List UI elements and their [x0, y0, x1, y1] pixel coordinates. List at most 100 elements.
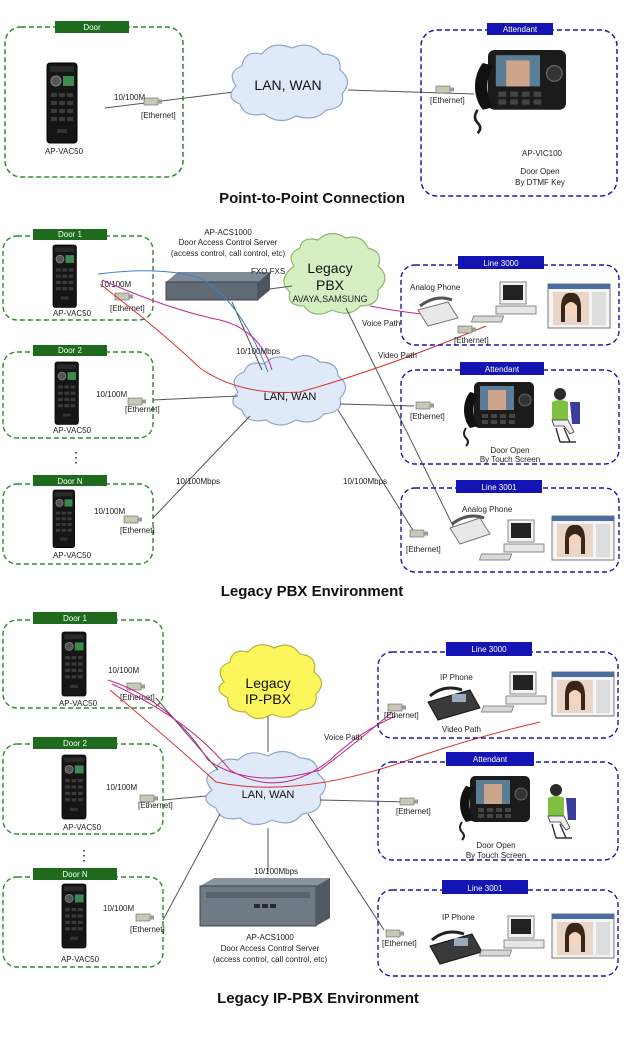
door1-speed: 10/100M: [108, 666, 139, 675]
ethernet-plug-icon: [399, 797, 419, 806]
pc-icon: [478, 915, 545, 957]
door-dots: ⋮: [69, 449, 83, 465]
video-window-icon: [551, 671, 615, 717]
voice-path-label: Voice Path: [324, 733, 362, 742]
mbps-label-a: 10/100Mbps: [236, 347, 280, 356]
section-legacy-ip-pbx: Door 1 AP-VAC50 10/100M [Ethernet] Door …: [2, 612, 619, 1007]
attendant-label: Attendant: [485, 365, 520, 374]
attendant-ethernet: [Ethernet]: [410, 412, 445, 421]
line3000-label: Line 3000: [471, 645, 507, 654]
legacy-pbx-cloud: [283, 232, 386, 315]
door-dots: ⋮: [77, 847, 91, 863]
attendant-box-header: [487, 23, 553, 35]
video-phone-icon: [459, 775, 531, 841]
analog-phone-label: Analog Phone: [410, 283, 461, 292]
line3001-ethernet: [Ethernet]: [406, 545, 441, 554]
ethernet-plug-icon: [385, 929, 405, 938]
ethernet-plug-icon: [435, 85, 455, 94]
doorn-ethernet: [Ethernet]: [120, 526, 155, 535]
server-appliance-icon: [199, 878, 330, 927]
door1-ethernet: [Ethernet]: [120, 693, 155, 702]
mbps-label-c: 10/100Mbps: [343, 477, 387, 486]
section3-title: Legacy IP-PBX Environment: [217, 990, 419, 1007]
door-open-label: Door Open: [490, 446, 529, 455]
video-window-icon: [551, 913, 615, 959]
ip-phone-label: IP Phone: [442, 913, 475, 922]
legacy-ip-pbx-cloud: [218, 644, 323, 720]
pc-icon: [478, 519, 545, 561]
line3000-header: [458, 256, 544, 269]
door-device-label: AP-VAC50: [45, 147, 84, 156]
door1-header: [33, 229, 107, 240]
door2-speed: 10/100M: [106, 783, 137, 792]
doorn-speed: 10/100M: [94, 507, 125, 516]
attendant-device-label: AP-VIC100: [522, 149, 563, 158]
door1-header: [33, 612, 117, 624]
line3001-ethernet: [Ethernet]: [382, 939, 417, 948]
line3000-box: [400, 264, 620, 346]
server-name: AP-ACS1000: [204, 228, 252, 237]
door2-ethernet: [Ethernet]: [125, 405, 160, 414]
video-phone-icon: [473, 48, 568, 135]
door2-device: AP-VAC50: [53, 426, 92, 435]
door-panel-icon: [61, 883, 87, 949]
door-open-method: By DTMF Key: [515, 178, 565, 187]
doorn-speed: 10/100M: [103, 904, 134, 913]
attendant-person-icon: [547, 783, 577, 839]
server-desc-2: (access control, call control, etc): [213, 955, 328, 964]
ethernet-plug-icon: [409, 529, 429, 538]
ip-phone-icon: [427, 686, 481, 721]
attendant-header: [460, 362, 544, 375]
voice-path-label: Voice Path: [362, 319, 400, 328]
speed-label: 10/100M: [114, 93, 145, 102]
mbps-label: 10/100Mbps: [254, 867, 298, 876]
door-box-header: [55, 21, 129, 33]
lan-wan-cloud: [230, 44, 349, 122]
line3001-header: [442, 880, 528, 894]
ethernet-label-attendant: [Ethernet]: [430, 96, 465, 105]
doorn-label: Door N: [62, 870, 88, 879]
server-appliance-icon: [165, 272, 270, 301]
door-open-label: Door Open: [476, 841, 515, 850]
lan-wan-label: LAN, WAN: [264, 391, 317, 403]
video-path-label: Video Path: [378, 351, 417, 360]
attendant-box: [400, 369, 620, 465]
section2-title: Legacy PBX Environment: [221, 583, 404, 600]
attendant-box-label: Attendant: [503, 25, 538, 34]
ethernet-plug-icon: [135, 913, 155, 922]
network-links: [107, 679, 541, 931]
ethernet-plug-icon: [114, 292, 134, 301]
lan-wan-label: LAN, WAN: [242, 789, 295, 801]
video-window-icon: [551, 515, 615, 561]
fxo-label: FXO,FXS: [251, 267, 285, 276]
ethernet-label: [Ethernet]: [141, 111, 176, 120]
server-desc-2: (access control, call control, etc): [171, 249, 286, 258]
ethernet-plug-icon: [457, 325, 477, 334]
network-links: [97, 270, 487, 533]
doorn-device: AP-VAC50: [53, 551, 92, 560]
door2-speed: 10/100M: [96, 390, 127, 399]
pbx-label-1: Legacy: [307, 260, 352, 276]
pc-icon: [470, 281, 537, 323]
attendant-header: [446, 752, 534, 766]
door2-label: Door 2: [63, 739, 88, 748]
door-open-method: By Touch Screen: [466, 851, 526, 860]
pbx-label-3: AVAYA,SAMSUNG: [292, 294, 367, 304]
server-name: AP-ACS1000: [246, 933, 294, 942]
line3001-label: Line 3001: [467, 884, 503, 893]
pc-icon: [480, 671, 547, 713]
video-phone-icon: [463, 381, 535, 447]
lan-wan-cloud: [205, 750, 327, 826]
door2-device: AP-VAC50: [63, 823, 102, 832]
server-desc-1: Door Access Control Server: [179, 238, 278, 247]
lan-wan-cloud: [232, 354, 347, 426]
door-link: [104, 91, 235, 109]
door-open-method: By Touch Screen: [480, 455, 540, 464]
door1-label: Door 1: [58, 230, 83, 239]
doorn-ethernet: [Ethernet]: [130, 925, 165, 934]
section1-title: Point-to-Point Connection: [219, 190, 405, 207]
door-panel-icon: [52, 489, 75, 548]
ethernet-plug-icon: [387, 703, 407, 712]
ethernet-plug-icon: [123, 515, 143, 524]
